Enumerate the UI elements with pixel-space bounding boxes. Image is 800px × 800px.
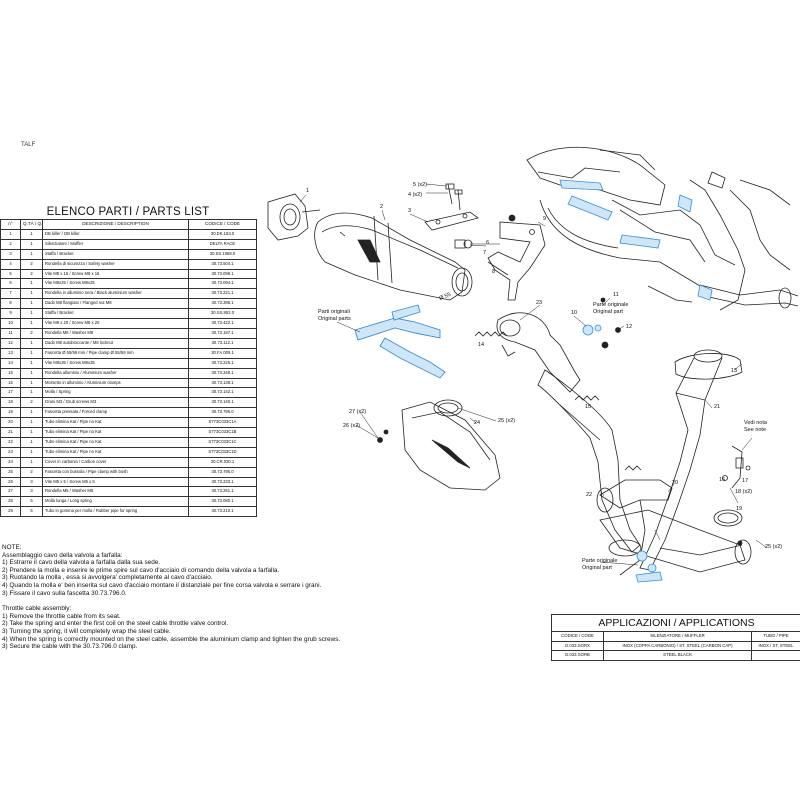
callout-23: 23 — [536, 300, 542, 306]
original-part-bottom-label-it: Parte originale — [582, 558, 617, 564]
throttle-cable-assembly — [722, 445, 751, 489]
see-note-label-it: Vedi nota — [744, 420, 768, 426]
callout-19: 19 — [736, 506, 742, 512]
bracket-9-part — [487, 221, 546, 301]
note-step: 3) Secure the cable with the 30.73.796.0… — [2, 643, 138, 651]
small-hardware-6-7-8 — [454, 214, 516, 249]
callout-9: 9 — [543, 216, 546, 222]
callout-21: 21 — [714, 404, 720, 410]
pipe-clamps-25 — [433, 399, 743, 527]
callout-5: 5 (x2) — [413, 182, 427, 188]
callout-20: 20 — [672, 480, 678, 486]
callout-11: 11 — [613, 292, 619, 298]
callout-2: 2 — [380, 204, 383, 210]
callout-10: 10 — [571, 310, 577, 316]
callout-4: 4 (x2) — [408, 192, 422, 198]
notes-heading: NOTE: — [2, 544, 22, 551]
applications-title: APPLICAZIONI / APPLICATIONS — [551, 614, 800, 631]
callout-8: 8 — [492, 269, 495, 275]
parts-list-title: ELENCO PARTI / PARTS LIST — [46, 206, 210, 218]
parts-list-table: n°Q.TÀ / Q.TYDESCRIZIONE / DESCRIPTIONCO… — [0, 219, 257, 518]
callout-3: 3 — [408, 208, 411, 214]
db-killer-part — [267, 193, 321, 241]
diameter-label: Ø 55 — [439, 292, 452, 302]
note-step: 1) Estrarre il cavo della valvola a farf… — [2, 559, 161, 567]
frame-original-parts-highlight — [559, 179, 713, 301]
kat-pipe-13-part — [674, 353, 743, 380]
callout-labels: 1 2 3 4 (x2) 5 (x2) 6 7 8 9 10 11 12 13 … — [306, 182, 782, 571]
link-pipe-23-part — [496, 312, 581, 393]
callout-6: 6 — [486, 240, 489, 246]
callout-22: 22 — [586, 492, 592, 498]
original-parts-label-en: Original parts — [318, 316, 351, 322]
note-step: 3) Ruotando la molla , essa si avvolgera… — [2, 574, 213, 582]
header-pipe-22-part — [596, 479, 673, 576]
notes-en-title: Throttle cable assembly: — [2, 605, 72, 613]
original-parts-label-it: Parti originali — [318, 309, 350, 315]
callout-25b: 25 (x2) — [765, 544, 782, 550]
callout-26: 26 (x2) — [343, 423, 360, 429]
original-part-label-it: Parte originale — [593, 302, 628, 308]
callout-16: 16 — [719, 477, 725, 483]
muffler-part — [314, 212, 473, 301]
assembly-notes: NOTE: Assemblaggio cavo della valvola a … — [2, 544, 362, 651]
carbon-cover-part — [401, 401, 501, 491]
note-step: 4) Quando la molla e' ben inserita sul c… — [2, 581, 322, 589]
note-step: 4) When the spring is correctly mounted … — [2, 635, 341, 643]
motorcycle-frame — [526, 146, 799, 311]
drawing-code-tag: TALF — [21, 142, 36, 148]
notes-it-title: Assemblaggio cavo della valvola a farfal… — [2, 551, 123, 559]
callout-13: 13 — [731, 368, 737, 374]
original-part-middle-highlight — [582, 324, 602, 336]
notes-en-steps: 1) Remove the throttle cable from its se… — [2, 613, 362, 651]
original-part-bottom-label-en: Original part — [582, 565, 612, 571]
callout-24: 24 — [474, 420, 480, 426]
callout-15: 15 — [585, 404, 591, 410]
callout-27: 27 (x2) — [349, 409, 366, 415]
note-step: 3) Turning the spring, it will completel… — [2, 627, 171, 635]
callout-25a: 25 (x2) — [498, 418, 515, 424]
callout-7: 7 — [483, 250, 486, 256]
note-step: 3) Fissare il cavo sulla fascetta 30.73.… — [2, 589, 127, 597]
callout-17: 17 — [742, 478, 748, 484]
header-pipe-21-part — [639, 349, 723, 571]
note-step: 1) Remove the throttle cable from its se… — [2, 612, 121, 620]
header-pipe-20-part — [537, 369, 642, 557]
note-step: 2) Take the spring and enter the first c… — [2, 620, 229, 628]
callout-leaders — [299, 183, 768, 566]
notes-it-steps: 1) Estrarre il cavo della valvola a farf… — [2, 559, 362, 597]
callout-14: 14 — [478, 342, 484, 348]
callout-1: 1 — [306, 188, 309, 194]
collector-pipe-part — [599, 509, 752, 573]
original-part-bottom-highlight — [635, 550, 663, 583]
original-parts-left-highlight — [354, 304, 446, 379]
original-part-label-en: Original part — [593, 309, 623, 315]
parts-cell: 30.73.210.1 — [188, 506, 257, 518]
callout-18: 18 (x2) — [735, 489, 752, 495]
callout-12: 12 — [626, 324, 632, 330]
note-step: 2) Prendere la molla e inserire le prime… — [2, 566, 280, 574]
see-note-label-en: See note — [744, 427, 766, 433]
bracket-3-part — [424, 183, 479, 231]
